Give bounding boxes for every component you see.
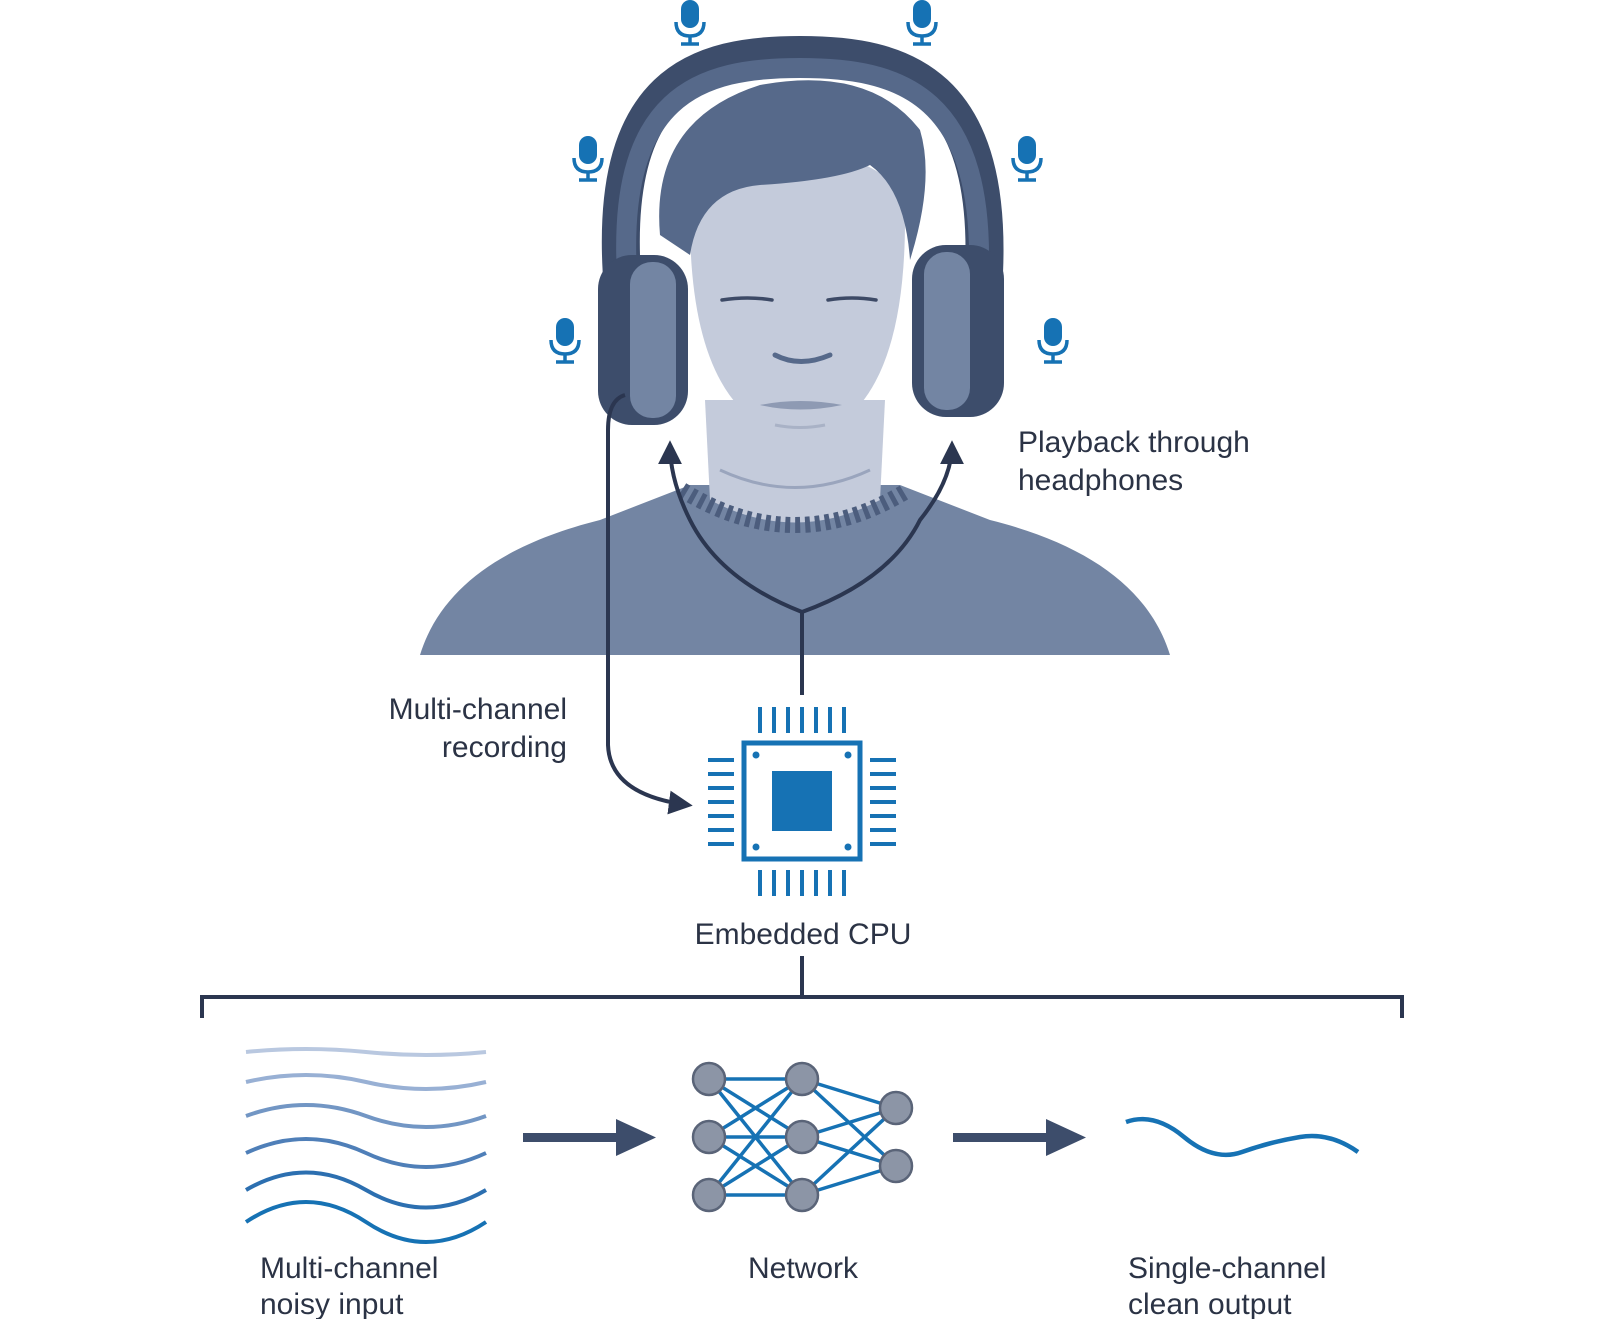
noisy-input-waves [244, 1047, 488, 1244]
input-label-line2: noisy input [260, 1288, 404, 1319]
flow-arrow [523, 1119, 656, 1156]
recording-wire [606, 393, 693, 815]
output-label-line2: clean output [1128, 1288, 1292, 1319]
microphone-icon [1011, 134, 1043, 182]
microphone-icon [1037, 316, 1069, 364]
output-label-line1: Single-channel [1128, 1252, 1326, 1285]
recording-label-line2: recording [442, 731, 567, 764]
network-label: Network [748, 1252, 859, 1285]
microphone-icon [674, 0, 706, 46]
microphone-icon [906, 0, 938, 46]
right-ear-cup [912, 245, 1004, 417]
neural-network-icon [691, 1061, 914, 1213]
clean-output-wave [1125, 1116, 1360, 1158]
flow-arrow [953, 1119, 1086, 1156]
left-ear-cup [598, 255, 688, 425]
playback-label-line1: Playback through [1018, 426, 1250, 459]
input-label-line1: Multi-channel [260, 1252, 438, 1285]
microphone-icon [549, 316, 581, 364]
cpu-label: Embedded CPU [695, 918, 912, 951]
chip-icon [708, 707, 896, 896]
playback-label-line2: headphones [1018, 464, 1183, 497]
playback-wires [658, 440, 964, 695]
microphone-icon [572, 134, 604, 182]
pipeline-bracket [200, 956, 1404, 1018]
recording-label-line1: Multi-channel [389, 693, 567, 726]
